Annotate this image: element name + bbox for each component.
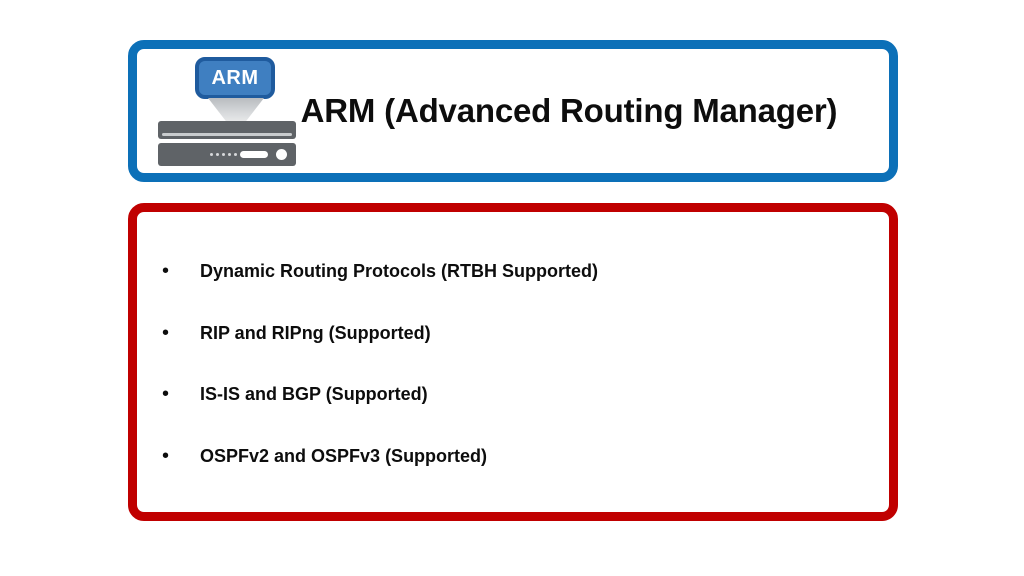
server-dot	[216, 153, 219, 156]
server-icon	[158, 121, 296, 166]
server-top-unit	[158, 121, 296, 139]
bullet-point-icon: •	[162, 321, 170, 344]
features-panel: • Dynamic Routing Protocols (RTBH Suppor…	[128, 203, 898, 521]
page-title: ARM (Advanced Routing Manager)	[300, 92, 838, 129]
server-indicator-dots	[210, 153, 237, 156]
list-item-label: RIP and RIPng (Supported)	[200, 322, 431, 343]
list-item-label: Dynamic Routing Protocols (RTBH Supporte…	[200, 261, 598, 281]
server-dot	[222, 153, 225, 156]
list-item-label: IS-IS and BGP (Supported)	[200, 384, 428, 404]
server-dot	[234, 153, 237, 156]
bullet-point-icon: •	[162, 383, 170, 405]
feature-list: • Dynamic Routing Protocols (RTBH Suppor…	[155, 260, 879, 506]
server-power-led	[276, 149, 287, 160]
server-vent-line	[162, 133, 292, 136]
server-dot	[210, 153, 213, 156]
list-item-label: OSPFv2 and OSPFv3 (Supported)	[200, 445, 488, 466]
arm-device-icon: ARM	[153, 57, 296, 166]
server-slot-bar	[240, 151, 268, 158]
list-item: • Dynamic Routing Protocols (RTBH Suppor…	[155, 260, 879, 322]
arm-badge-label: ARM	[211, 67, 259, 89]
list-item: • RIP and RIPng (Supported)	[155, 322, 879, 384]
bullet-point-icon: •	[162, 444, 170, 467]
header-panel: ARM	[128, 40, 898, 182]
list-item: • IS-IS and BGP (Supported)	[155, 383, 879, 445]
server-dot	[228, 153, 231, 156]
bullet-point-icon: •	[162, 260, 170, 282]
list-item: • OSPFv2 and OSPFv3 (Supported)	[155, 445, 879, 507]
arm-badge-icon: ARM	[195, 57, 275, 99]
server-bottom-unit	[158, 143, 296, 166]
